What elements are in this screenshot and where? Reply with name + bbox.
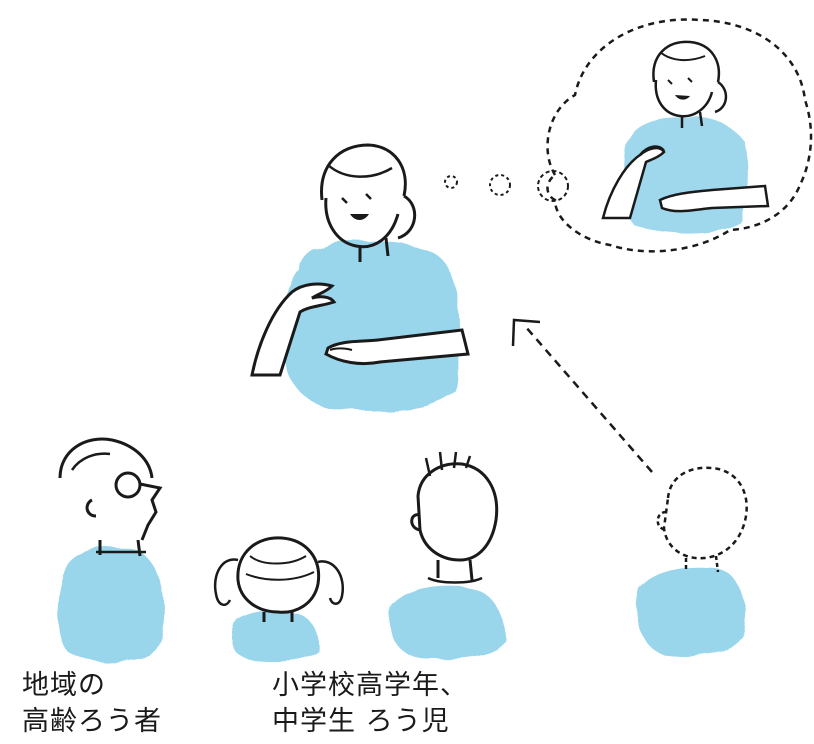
imagined-signing-woman (601, 40, 770, 234)
caption-elderly-line2: 高齢ろう者 (22, 706, 162, 737)
dashed-outline-person (635, 466, 748, 657)
thought-dot-medium (489, 174, 511, 196)
caption-students-line2: 中学生 ろう児 (272, 706, 450, 737)
signing-woman (250, 143, 470, 411)
dashed-arrow (511, 318, 653, 473)
thought-dot-large (537, 170, 569, 202)
thought-dot-small (444, 175, 458, 189)
caption-elderly-deaf: 地域の 高齢ろう者 (22, 668, 162, 740)
caption-students-line1: 小学校高学年、 (272, 670, 468, 701)
girl-with-pigtails (213, 536, 345, 662)
caption-elderly-line1: 地域の (22, 670, 106, 701)
caption-student-deaf: 小学校高学年、 中学生 ろう児 (272, 668, 468, 740)
boy (389, 451, 506, 660)
thought-bubble (444, 18, 813, 253)
elderly-man (58, 437, 165, 662)
